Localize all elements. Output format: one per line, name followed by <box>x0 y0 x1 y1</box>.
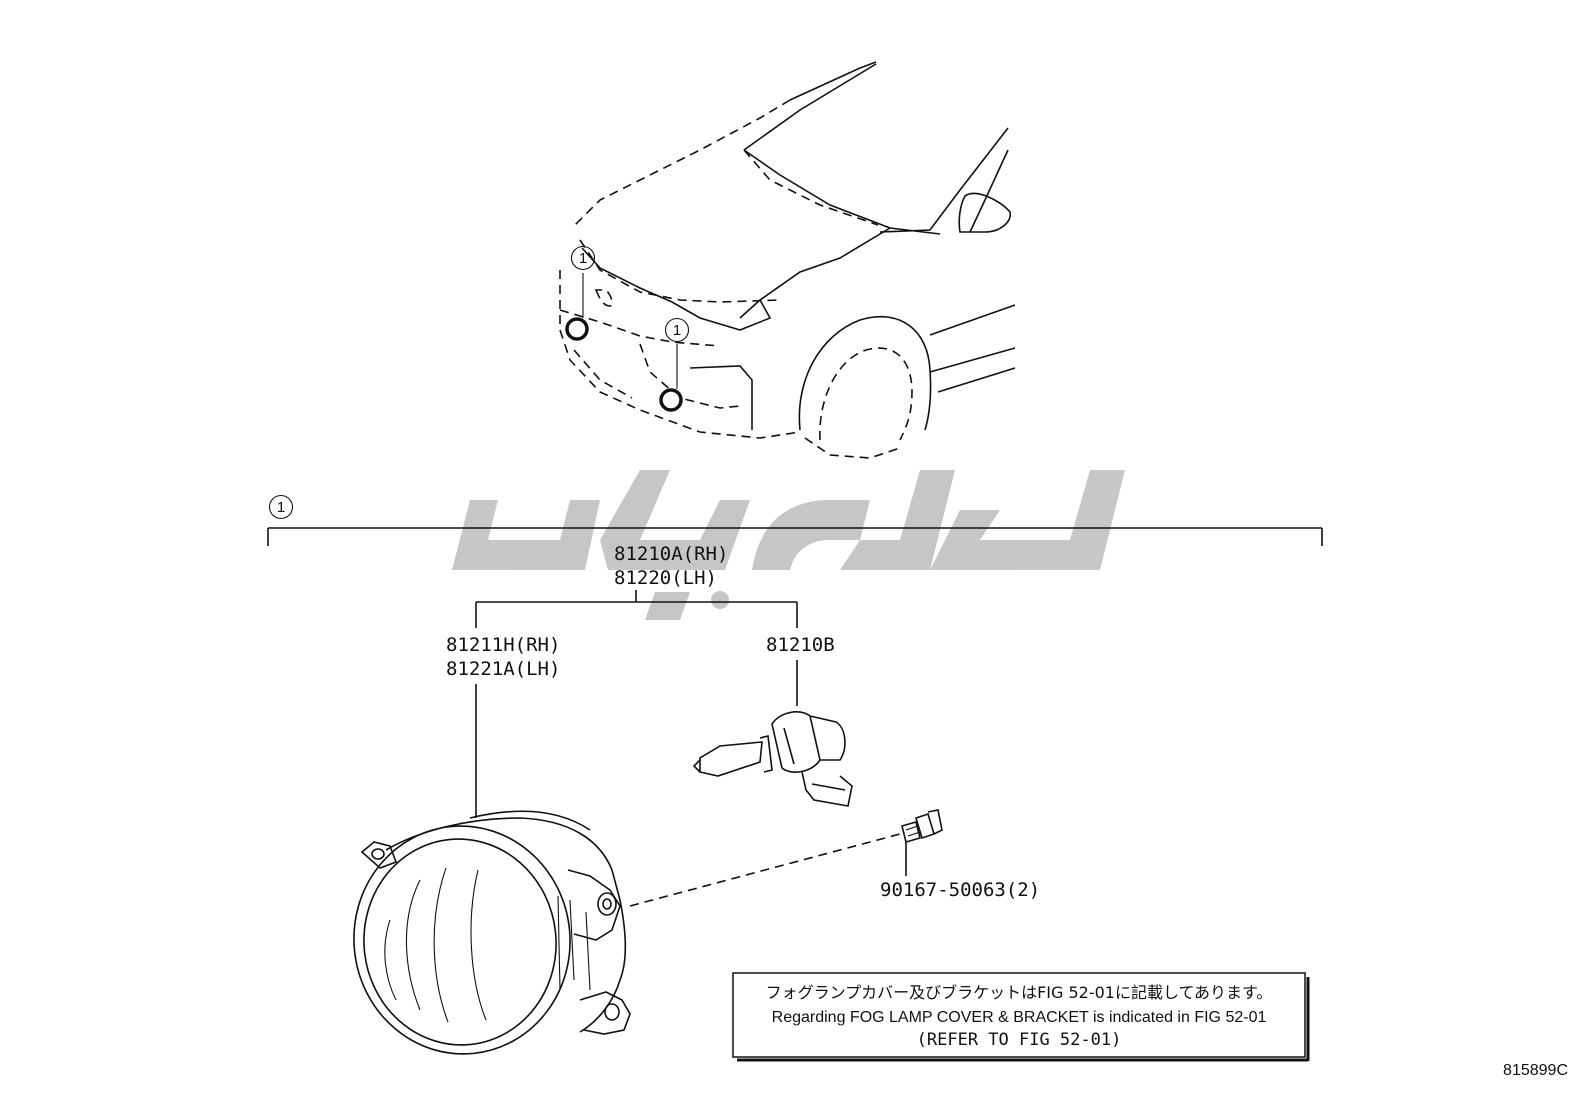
bulb-81210B <box>692 711 853 807</box>
fog-lamp-position-lower <box>659 388 683 412</box>
car-front-illustration: 1 1 <box>559 61 1016 459</box>
screw-90167 <box>901 809 943 843</box>
mounting-line <box>629 833 901 907</box>
watermark-logo <box>452 470 1125 620</box>
figure-code: 815899C <box>1503 1062 1568 1079</box>
note-japanese-text: フォグランプカバー及びブラケットはFIG 52-01に記載してあります。 <box>766 983 1273 1002</box>
label-bulb: 81210B <box>766 634 835 656</box>
label-unit-lh: 81221A(LH) <box>446 658 560 680</box>
label-assembly-rh: 81210A(RH) <box>614 543 728 565</box>
svg-text:1: 1 <box>579 250 587 267</box>
reference-note-box: フォグランプカバー及びブラケットはFIG 52-01に記載してあります。 Reg… <box>732 972 1310 1062</box>
label-unit-rh: 81211H(RH) <box>446 634 560 656</box>
assembly-callout-1: 1 <box>277 499 285 516</box>
label-screw: 90167-50063(2) <box>880 879 1040 901</box>
callout-1-lower: 1 <box>664 317 690 343</box>
svg-text:1: 1 <box>673 322 681 339</box>
note-english-text: Regarding FOG LAMP COVER & BRACKET is in… <box>772 1009 1267 1026</box>
callout-1-upper: 1 <box>570 245 596 271</box>
fog-lamp-unit <box>353 810 631 1055</box>
fog-lamp-position-upper <box>565 317 589 341</box>
label-assembly-lh: 81220(LH) <box>614 567 717 589</box>
leader-lines <box>475 590 907 876</box>
note-reference-text: (REFER TO FIG 52-01) <box>917 1030 1122 1050</box>
assembly-bracket: 1 <box>267 494 1323 546</box>
